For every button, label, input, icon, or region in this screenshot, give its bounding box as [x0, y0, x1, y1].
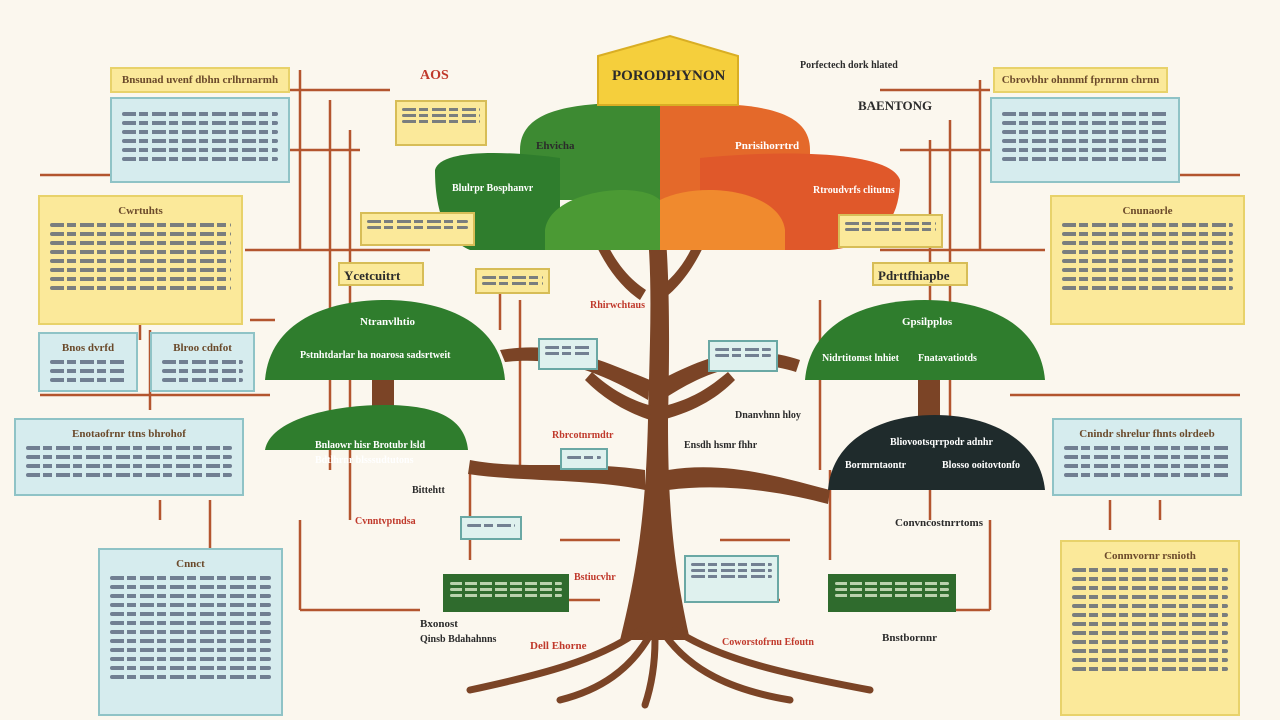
- right-tree-line2: Fnatavatiotds: [918, 353, 977, 364]
- left-tree-title-badge: Ycetcuitrt: [338, 262, 424, 286]
- mid-right-label: Ensdh hsmr fhhr: [684, 440, 758, 451]
- panel-left-wide: Enotaofrnr ttns bhrohof: [14, 418, 244, 496]
- small-mid-label: Rhirwchtaus: [590, 300, 646, 311]
- panel-right-mid: Cnunaorle: [1050, 195, 1245, 325]
- panel-bottom-right: Conmvornr rsnioth: [1060, 540, 1240, 716]
- left-lower-line1: Bnlaowr hisr Brotubr lsld: [315, 440, 426, 451]
- small-box-center-left: [538, 338, 598, 370]
- small-box-center-right: [708, 340, 778, 372]
- left-tree-sub: Ntranvlhtio: [360, 316, 415, 328]
- diagram-title: PORODPIYNON: [612, 68, 726, 84]
- small-mid-left-label: Cvnntvptndsa: [355, 516, 416, 527]
- tree-roots: [466, 626, 874, 709]
- canopy-right-label: Pnrisihorrtrd: [735, 140, 800, 152]
- mid-bottom-right-label: Convncostnrrtoms: [895, 517, 983, 529]
- left-tree-line: Pstnhtdarlar ha noarosa sadsrtweit: [300, 350, 451, 361]
- panel-top-right-header: Cbrovbhr ohnnmf fprnrnn chrnn: [993, 67, 1168, 93]
- small-box-green-right: [828, 574, 956, 612]
- small-box-center-bottom: [560, 448, 608, 470]
- right-heading: BAENTONG: [858, 98, 933, 113]
- small-box-top-left: [395, 100, 487, 146]
- right-tree-title-badge: Pdrttfhiapbe: [872, 262, 968, 286]
- canopy-right-small: Rtroudvrfs clitutns: [813, 185, 895, 196]
- small-box-left-center: [475, 268, 550, 294]
- panel-right-wide: Cnindr shrelur fhnts olrdeeb: [1052, 418, 1242, 496]
- bottom-right-tag: Bnstbornnr: [882, 632, 938, 644]
- tag-top-right: Porfectech dork hlated: [800, 60, 898, 71]
- right-lower-2: Blosso ooitovtonfo: [942, 460, 1021, 471]
- small-box-mid-right: [838, 214, 943, 248]
- small-box-center-lower: [684, 555, 779, 603]
- canopy-left-small: Blulrpr Bosphanvr: [452, 183, 534, 194]
- right-lower-1: Bormrntaontr: [845, 460, 907, 471]
- bottom-left-tag: Bxonost: [420, 618, 458, 630]
- small-left-label: Bittehtt: [412, 485, 445, 496]
- top-canopy: [435, 102, 900, 250]
- right-tree-sub: Gpsilpplos: [902, 316, 953, 328]
- small-box-mid-left: [360, 212, 475, 246]
- panel-top-left: [110, 97, 290, 183]
- panel-bottom-left: Cnnct: [98, 548, 283, 716]
- right-tree-line1: Nidrtitomst lnhiet: [822, 353, 899, 364]
- bottom-left-tag2: Qinsb Bdahahnns: [420, 634, 497, 645]
- left-mini-tree: [265, 300, 505, 450]
- left-lower-line2: Bdtlhrnr blsssudtutons: [315, 455, 414, 466]
- title-house: [597, 34, 739, 106]
- bottom-center-right-tag: Coworstofrnu Efoutn: [722, 637, 814, 648]
- tag-aos: AOS: [420, 68, 449, 83]
- panel-top-right: [990, 97, 1180, 183]
- right-lower-title: Bliovootsqrrpodr adnhr: [890, 437, 993, 448]
- mid-left-label: Rbrcotnrmdtr: [552, 430, 614, 441]
- panel-left-small-a: Bnos dvrfd: [38, 332, 138, 392]
- bottom-center-tag: Dell Ehorne: [530, 640, 587, 652]
- panel-left-small-b: Blroo cdnfot: [150, 332, 255, 392]
- small-box-left-bottom: [460, 516, 522, 540]
- canopy-left-label: Ehvicha: [536, 140, 575, 152]
- right-mini-tree: [805, 300, 1045, 490]
- mid-center-label: Dnanvhnn hloy: [735, 410, 801, 421]
- small-box-green-left: [443, 574, 569, 612]
- small-mid2-label: Bstiucvhr: [574, 572, 616, 583]
- panel-top-left-header: Bnsunad uvenf dbhn crlhrnarmh: [110, 67, 290, 93]
- panel-left-mid: Cwrtuhts: [38, 195, 243, 325]
